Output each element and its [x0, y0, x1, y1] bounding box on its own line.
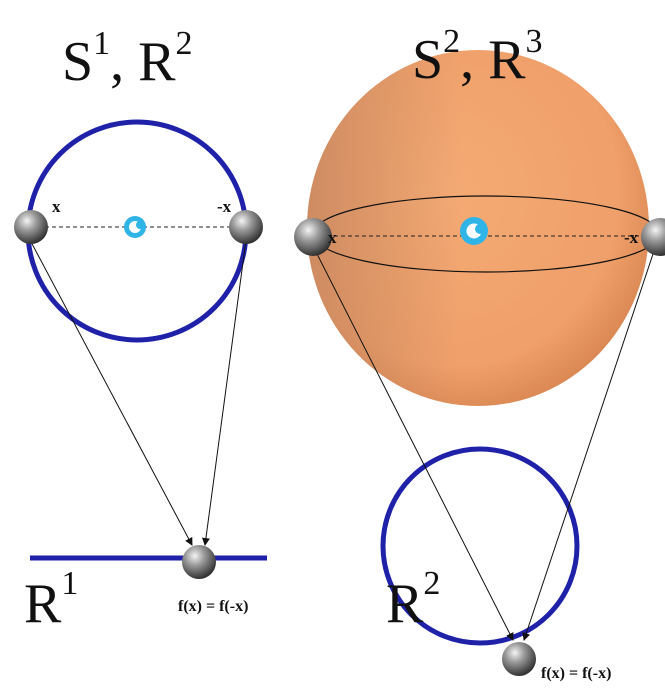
r1-label-sup: 1	[61, 565, 78, 602]
right-title-r: R	[488, 29, 526, 91]
left-title: S1, R2	[62, 25, 193, 93]
image-point-ball	[182, 545, 216, 579]
left-title-r: R	[138, 31, 176, 93]
r2-label: R2	[386, 565, 440, 635]
right-title-s: S	[412, 29, 443, 91]
center-c-icon-3d	[460, 217, 488, 245]
right-title-r-sup: 3	[526, 23, 543, 60]
left-title-r-sup: 2	[176, 25, 193, 62]
left-equation: f(x) = f(-x)	[178, 598, 248, 615]
left-title-s-sup: 1	[93, 25, 110, 62]
arrow-negx-to-fx	[201, 239, 247, 546]
circle-r2	[380, 446, 580, 646]
r1-label: R1	[24, 565, 78, 635]
r1-label-r: R	[24, 573, 62, 635]
right-title-sep: ,	[460, 29, 488, 91]
right-title: S2, R3	[412, 23, 543, 91]
image-point-ball-3d	[502, 642, 536, 676]
point-negx-ball	[229, 210, 263, 244]
left-panel: S1, R2 x -x R1 f(x) = f(-x)	[14, 25, 267, 635]
arrow-x-to-fx-3d	[313, 247, 514, 641]
right-title-s-sup: 2	[443, 23, 460, 60]
arrow-negx-to-fx-3d	[522, 247, 656, 641]
r2-label-r: R	[386, 573, 424, 635]
point-x-label: x	[52, 197, 61, 216]
point-x-ball	[14, 210, 48, 244]
point-x-label-3d: x	[328, 228, 337, 247]
right-panel: S2, R3 x -x R2 f(x) = f(-x)	[294, 23, 665, 682]
right-equation: f(x) = f(-x)	[541, 665, 611, 682]
point-negx-ball-3d	[641, 218, 665, 256]
point-x-ball-3d	[294, 218, 332, 256]
center-c-icon	[124, 216, 146, 238]
point-negx-label: -x	[217, 197, 232, 216]
arrow-x-to-fx	[29, 239, 193, 546]
left-title-s: S	[62, 31, 93, 93]
point-negx-label-3d: -x	[624, 228, 639, 247]
left-title-sep: ,	[110, 31, 138, 93]
r2-label-sup: 2	[423, 565, 440, 602]
